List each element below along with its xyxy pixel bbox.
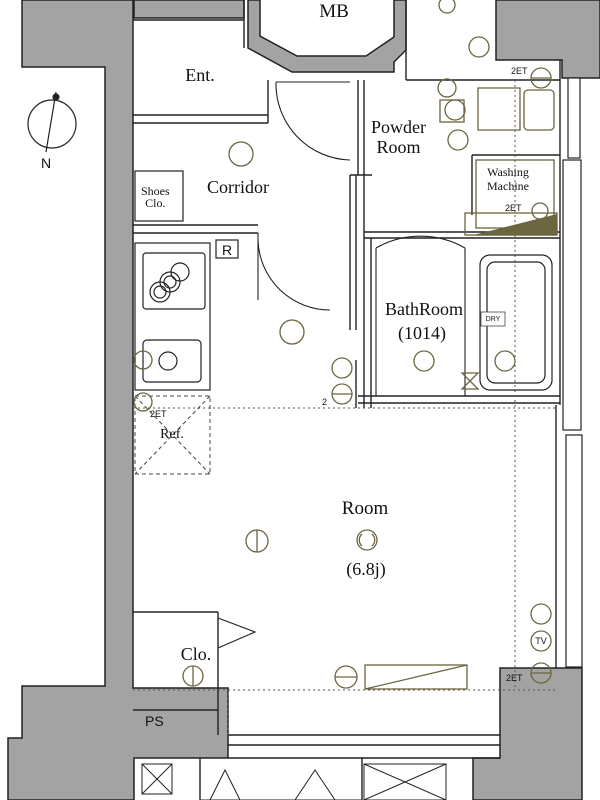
ceiling-light-icon xyxy=(494,350,516,372)
mirror-cabinet xyxy=(439,99,465,123)
label-bathroom: BathRoom xyxy=(384,299,464,319)
windows xyxy=(562,77,583,668)
window-right-upper xyxy=(562,159,582,431)
window-top-right xyxy=(567,77,581,159)
outlet-icon xyxy=(437,78,457,98)
wall-bottom-right xyxy=(472,667,583,800)
washer-wedge xyxy=(475,214,557,236)
outlet-icon xyxy=(468,36,490,58)
tv-outlet-icon xyxy=(530,630,552,652)
burner-icon xyxy=(170,262,190,282)
wall-left xyxy=(7,0,229,800)
compass xyxy=(27,91,77,153)
label-corridor: Corridor xyxy=(207,177,269,197)
fan-icon xyxy=(438,0,456,14)
label-washing-machine: Washing Machine xyxy=(487,165,529,193)
label-powder-room: Powder Room xyxy=(371,117,426,157)
toilet-outline xyxy=(477,87,521,131)
ceiling-light-icon xyxy=(228,141,254,167)
dryer-box xyxy=(480,311,506,327)
label-room-size: (6.8j) xyxy=(346,559,386,579)
label-mb: MB xyxy=(319,1,349,22)
kitchen-sink xyxy=(142,339,202,383)
outlet-icon xyxy=(133,350,153,370)
range-hood-box xyxy=(215,239,239,259)
compass-icon xyxy=(27,99,77,149)
dryer-symbol: DRY xyxy=(485,316,501,323)
faucet-icon xyxy=(460,372,480,390)
wall-stub-left-top xyxy=(133,0,245,19)
refrigerator-box xyxy=(134,395,211,475)
tv-cabinet-box xyxy=(364,664,468,690)
corridor-door-swing xyxy=(257,233,331,311)
wall-top-right xyxy=(495,0,600,79)
room-light-bracket xyxy=(358,533,376,547)
shoes-closet-box xyxy=(134,170,184,222)
toilet-tank xyxy=(523,89,555,131)
fixtures xyxy=(133,0,558,690)
wash-basin-icon xyxy=(444,99,466,121)
interior-walls xyxy=(133,0,561,800)
bathroom-door-swing xyxy=(375,235,466,249)
dotted-lines xyxy=(133,80,556,735)
burner-icon xyxy=(159,271,181,293)
ceiling-light-icon xyxy=(413,350,435,372)
room-light-icon xyxy=(356,529,378,551)
balcony xyxy=(141,757,447,800)
label-entrance: Ent. xyxy=(185,65,215,85)
tv-outlet-icon xyxy=(530,603,552,625)
compass-north-label: N xyxy=(40,155,52,171)
entrance-door-swing xyxy=(275,81,351,161)
mb-wall xyxy=(247,0,407,73)
outlet-2-label: 2 xyxy=(322,397,328,407)
outlet-icon xyxy=(133,392,153,412)
outlet-2et-label: 2ET xyxy=(506,673,523,683)
closet-door xyxy=(217,617,257,649)
ceiling-light-icon xyxy=(447,129,469,151)
bathtub xyxy=(479,254,553,391)
structural-walls xyxy=(7,0,600,800)
outlet-2et-label: 2ET xyxy=(150,409,167,419)
cooktop xyxy=(142,252,206,310)
range-hood-symbol: R xyxy=(221,242,233,258)
label-room: Room xyxy=(341,498,389,519)
label-shoes-closet: Shoes Clo. xyxy=(141,184,170,210)
washer-outlet-icon xyxy=(531,202,549,220)
kitchen xyxy=(134,239,239,391)
label-bathroom-size: (1014) xyxy=(398,323,446,343)
outlet-2et-label: 2ET xyxy=(505,203,522,213)
outlet-2et-label: 2ET xyxy=(511,66,528,76)
switch-icon xyxy=(331,357,353,379)
label-pipe-space: PS xyxy=(145,713,164,729)
kitchen-counter xyxy=(134,242,211,391)
window-right-lower xyxy=(565,434,583,668)
sink-drain-icon xyxy=(158,351,178,371)
doors xyxy=(217,81,466,649)
ceiling-light-icon xyxy=(279,319,305,345)
label-closet: Clo. xyxy=(180,644,212,664)
tv-symbol: TV xyxy=(535,636,547,646)
label-refrigerator: Ref. xyxy=(160,427,184,442)
